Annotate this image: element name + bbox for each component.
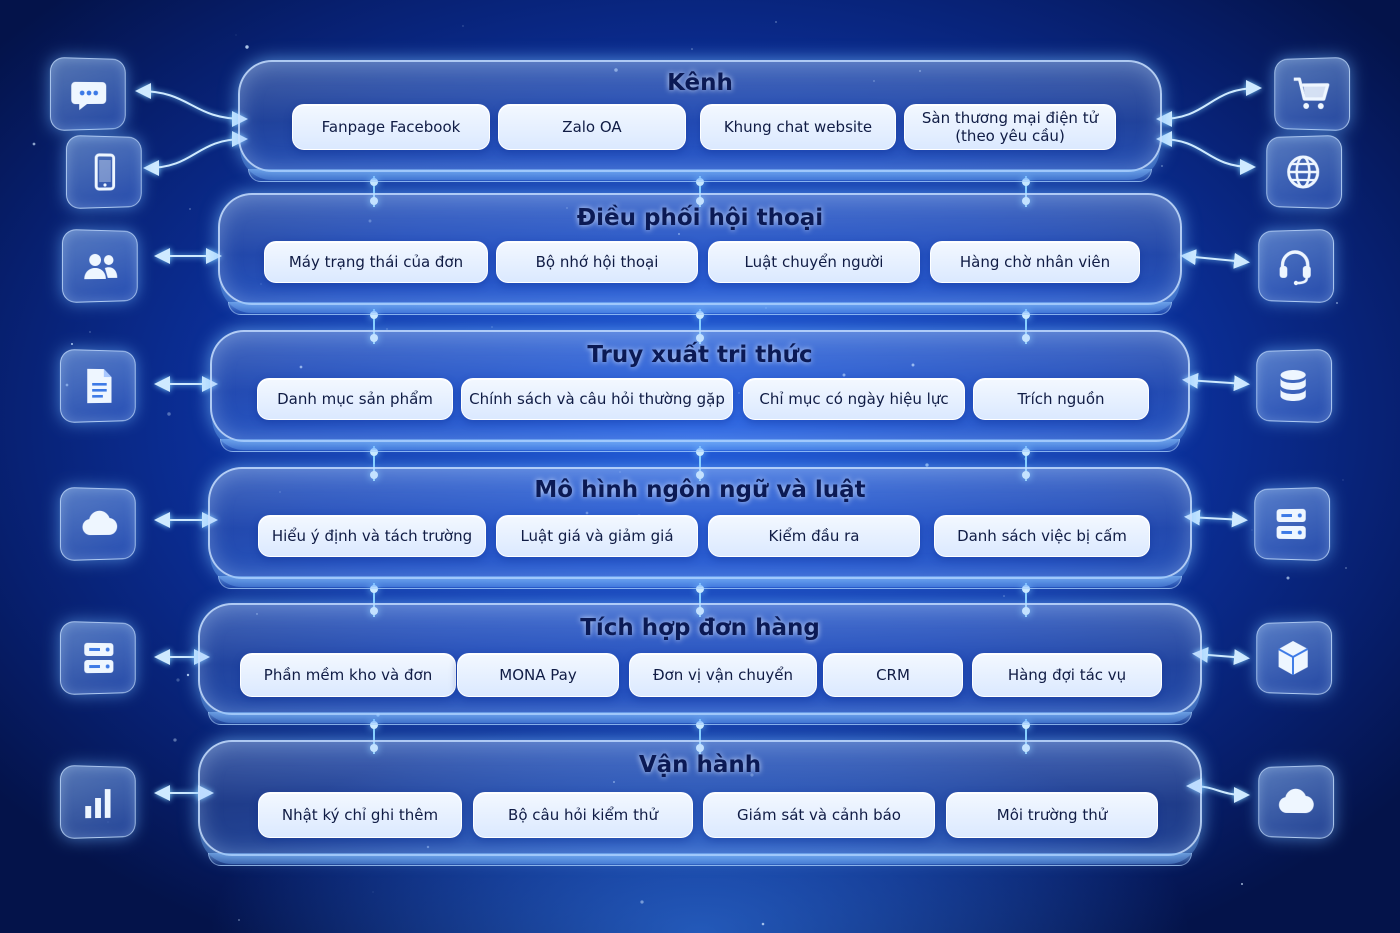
component-fanpage-facebook[interactable]: Fanpage Facebook <box>292 104 490 150</box>
star-dot <box>761 922 765 926</box>
component-hieu-y-dinh-va-tach-truong[interactable]: Hiểu ý định và tách trường <box>258 515 486 557</box>
star-dot <box>1286 576 1290 580</box>
chat-bubble-icon <box>49 56 126 132</box>
headset-icon <box>1258 228 1335 304</box>
star-dot <box>462 25 464 27</box>
star-dot <box>775 21 777 23</box>
component-kiem-dau-ra[interactable]: Kiểm đầu ra <box>708 515 920 557</box>
star-dot <box>188 207 192 211</box>
component-hang-cho-nhan-vien[interactable]: Hàng chờ nhân viên <box>930 241 1140 283</box>
star-dot <box>32 142 36 146</box>
document-icon <box>59 348 136 424</box>
component-crm[interactable]: CRM <box>823 653 963 697</box>
star-dot <box>1345 567 1347 569</box>
component-chi-muc-co-ngay-hieu-luc[interactable]: Chỉ mục có ngày hiệu lực <box>743 378 965 420</box>
database-icon <box>1256 348 1333 424</box>
component-moi-truong-thu[interactable]: Môi trường thử <box>946 792 1158 838</box>
bidirectional-arrow <box>1156 80 1262 127</box>
component-phan-mem-kho-va-don[interactable]: Phần mềm kho và đơn <box>240 653 456 697</box>
star-dot <box>237 918 241 922</box>
component-danh-sach-viec-bi-cam[interactable]: Danh sách việc bị cấm <box>934 515 1150 557</box>
bidirectional-arrow <box>1192 646 1250 666</box>
bar-chart-icon <box>59 764 136 840</box>
component-luat-gia-va-giam-gia[interactable]: Luật giá và giảm giá <box>496 515 698 557</box>
bidirectional-arrow <box>1180 249 1250 269</box>
star-dot <box>70 342 74 346</box>
star-dot <box>1251 529 1253 531</box>
star-dot <box>1342 479 1344 481</box>
cloud-icon <box>59 486 136 562</box>
globe-icon <box>1266 134 1343 210</box>
star-dot <box>1335 301 1339 305</box>
component-luat-chuyen-nguoi[interactable]: Luật chuyển người <box>708 241 920 283</box>
star-dot <box>173 738 177 742</box>
component-bo-nho-hoi-thoai[interactable]: Bộ nhớ hội thoại <box>496 241 698 283</box>
component-mona-pay[interactable]: MONA Pay <box>457 653 619 697</box>
layer-title: Vận hành <box>638 752 762 778</box>
component-trich-nguon[interactable]: Trích nguồn <box>973 378 1149 420</box>
cloud-icon <box>1258 764 1335 840</box>
component-nhat-ky-chi-ghi-them[interactable]: Nhật ký chỉ ghi thêm <box>258 792 462 838</box>
bidirectional-arrow <box>1182 372 1250 392</box>
component-may-trang-thai-cua-don[interactable]: Máy trạng thái của đơn <box>264 241 488 283</box>
cube-icon <box>1256 620 1333 696</box>
layer-title: Tích hợp đơn hàng <box>580 615 820 641</box>
bidirectional-arrow <box>1184 509 1248 528</box>
bidirectional-arrow <box>135 83 248 127</box>
star-dot <box>691 48 693 50</box>
component-hang-doi-tac-vu[interactable]: Hàng đợi tác vụ <box>972 653 1162 697</box>
layer-title: Truy xuất tri thức <box>587 342 813 368</box>
star-dot <box>1161 165 1163 167</box>
bidirectional-arrow <box>143 131 248 176</box>
server-icon <box>59 620 136 696</box>
layer-title: Mô hình ngôn ngữ và luật <box>534 477 866 503</box>
component-khung-chat-website[interactable]: Khung chat website <box>700 104 896 150</box>
star-dot <box>1024 458 1026 460</box>
star-dot <box>176 678 180 682</box>
star-dot <box>167 412 171 416</box>
component-danh-muc-san-pham[interactable]: Danh mục sản phẩm <box>257 378 453 420</box>
users-icon <box>61 228 138 304</box>
star-dot <box>235 34 237 36</box>
layer-title: Kênh <box>667 70 733 96</box>
component-san-thuong-mai-dien-tu-theo-yeu-cau[interactable]: Sàn thương mại điện tử (theo yêu cầu) <box>904 104 1116 150</box>
star-dot <box>1003 595 1005 597</box>
star-dot <box>1241 883 1243 885</box>
component-zalo-oa[interactable]: Zalo OA <box>498 104 686 150</box>
layer-title: Điều phối hội thoại <box>576 205 824 231</box>
component-giam-sat-va-canh-bao[interactable]: Giám sát và cảnh báo <box>703 792 935 838</box>
star-dot <box>245 45 249 49</box>
star-dot <box>491 326 493 328</box>
smartphone-icon <box>65 134 142 210</box>
component-don-vi-van-chuyen[interactable]: Đơn vị vận chuyển <box>629 653 817 697</box>
component-bo-cau-hoi-kiem-thu[interactable]: Bộ câu hỏi kiểm thử <box>473 792 693 838</box>
component-chinh-sach-va-cau-hoi-thuong-gap[interactable]: Chính sách và câu hỏi thường gặp <box>461 378 733 420</box>
bidirectional-arrow <box>1156 131 1256 175</box>
star-dot <box>640 900 644 904</box>
server-icon <box>1254 486 1331 562</box>
star-dot <box>372 891 374 893</box>
star-dot <box>89 331 91 333</box>
star-dot <box>186 673 190 677</box>
shopping-cart-icon <box>1274 56 1351 132</box>
